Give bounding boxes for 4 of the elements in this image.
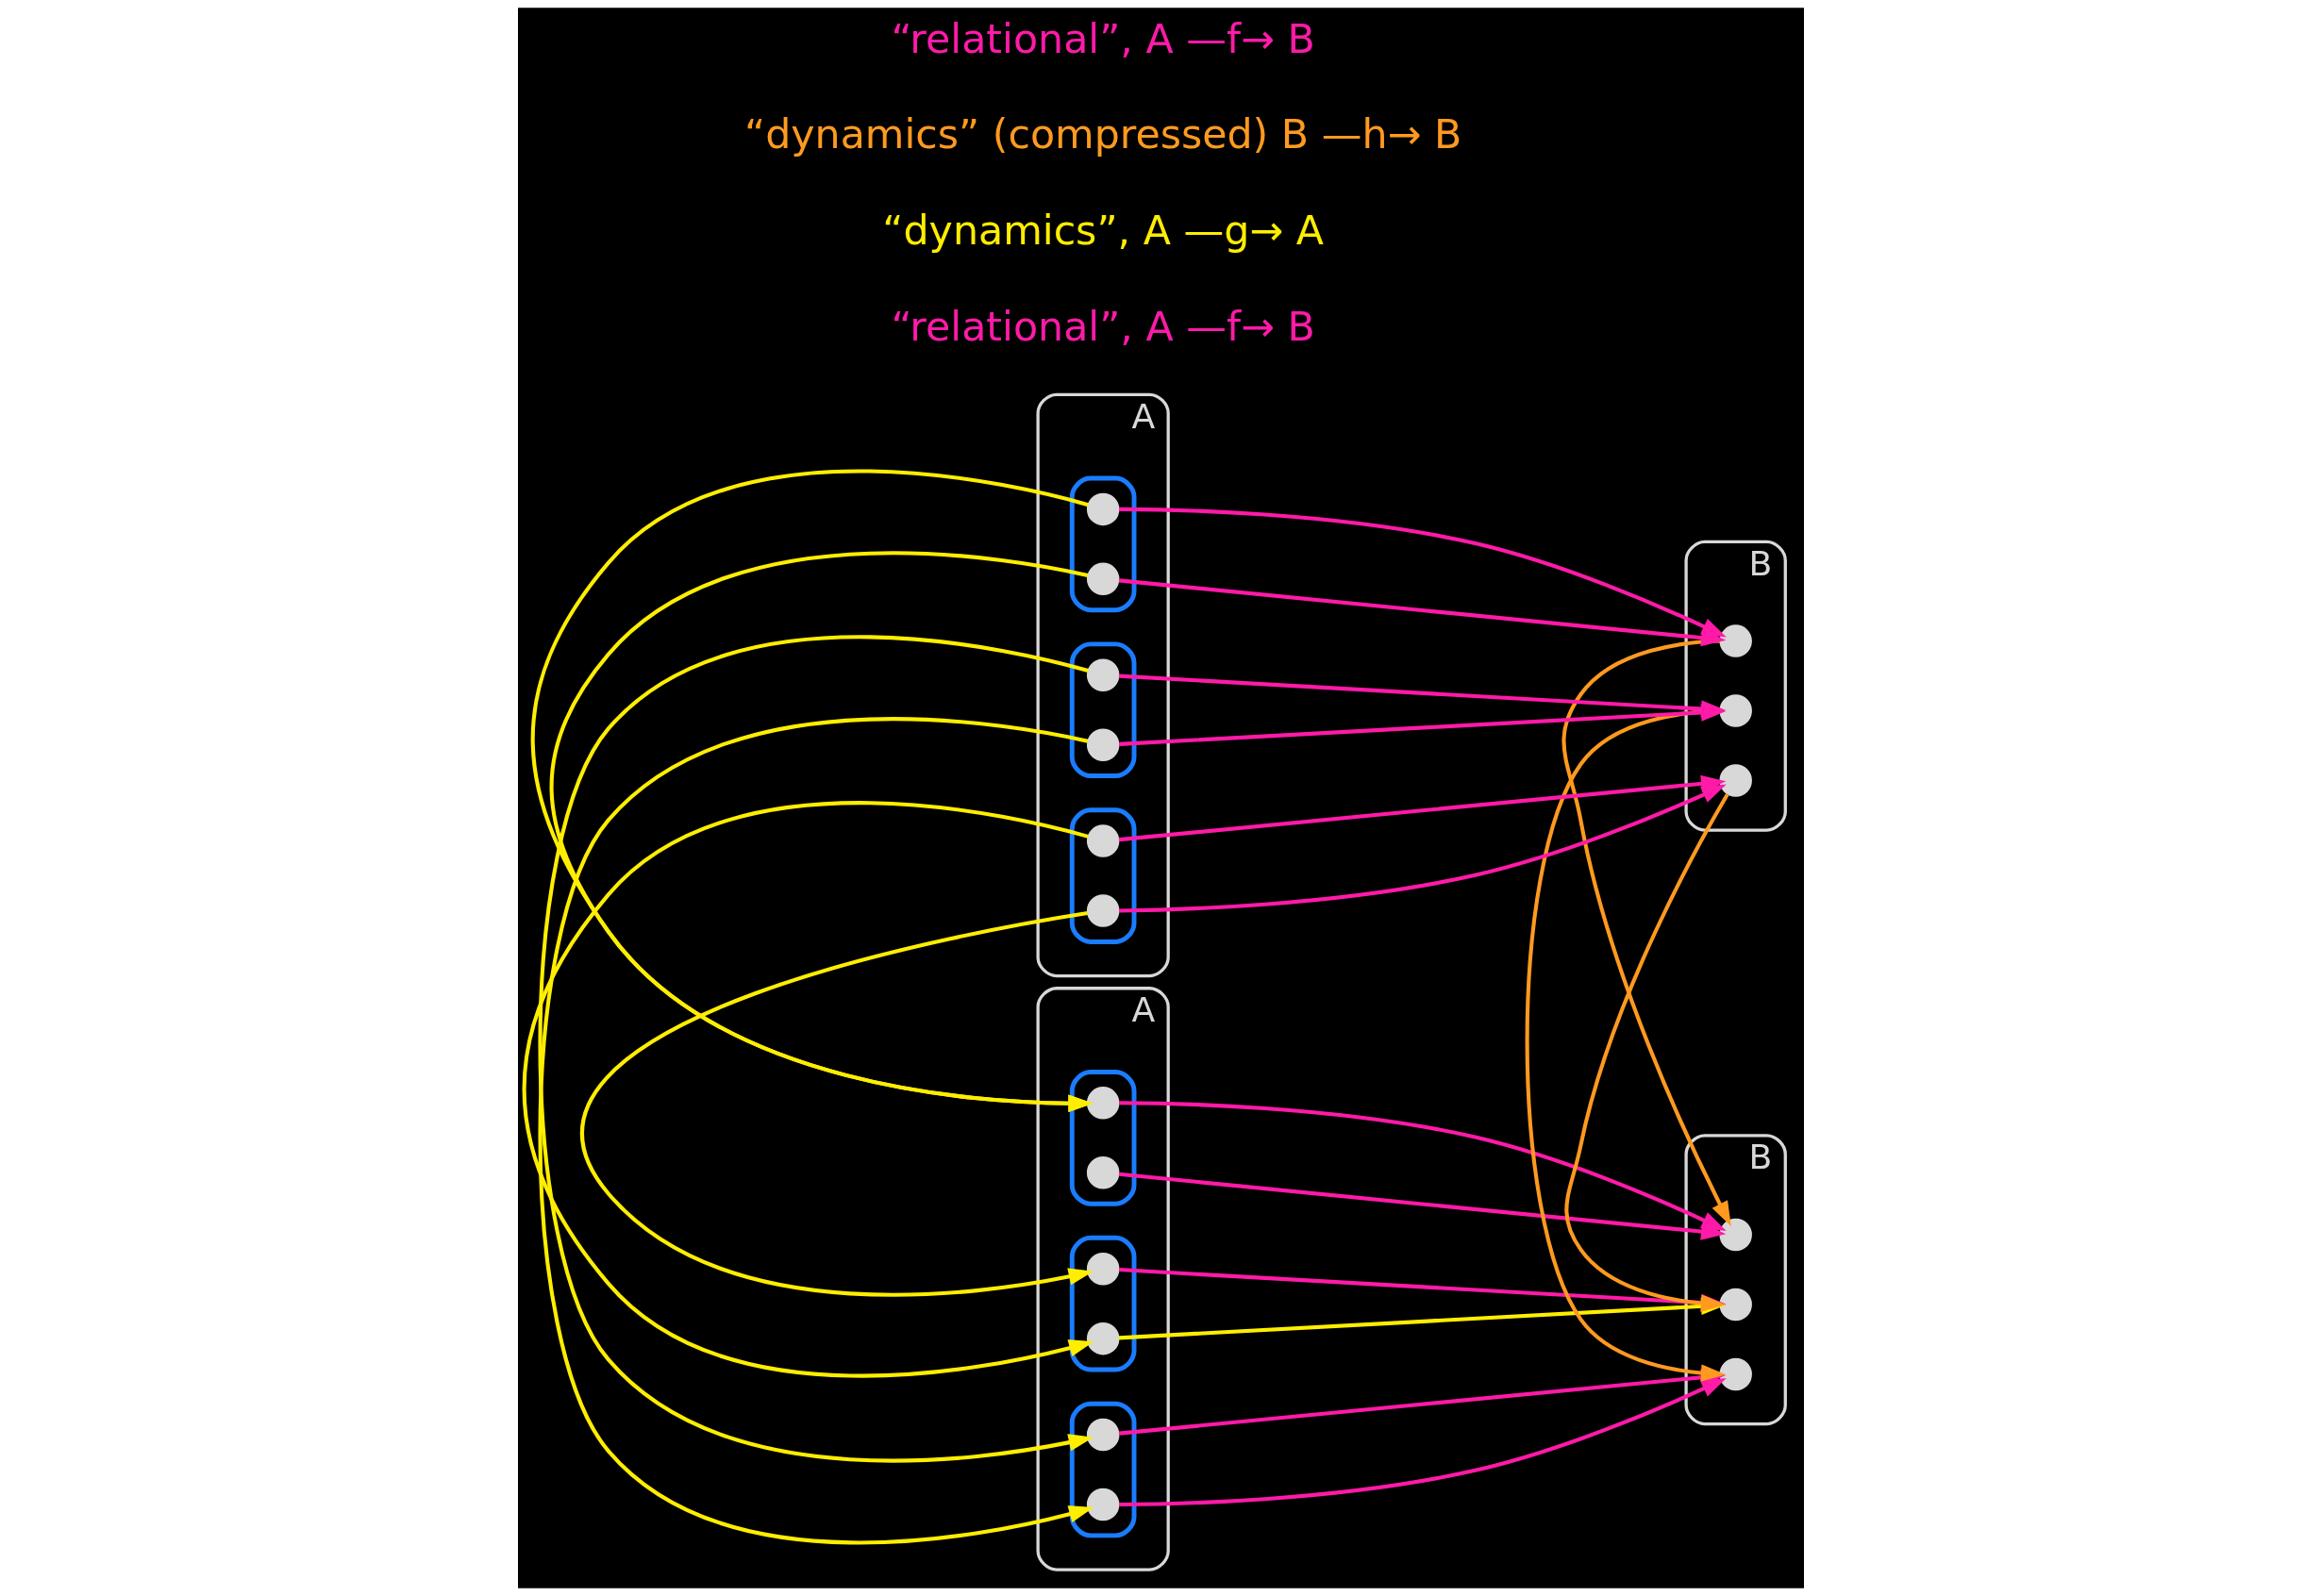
label: “dynamics”, A —g→ A: [881, 207, 1324, 255]
label: “relational”, A —f→ B: [891, 303, 1315, 351]
label: “dynamics” (compressed) B —h→ B: [743, 110, 1461, 158]
label: “relational”, A —f→ B: [891, 14, 1315, 62]
